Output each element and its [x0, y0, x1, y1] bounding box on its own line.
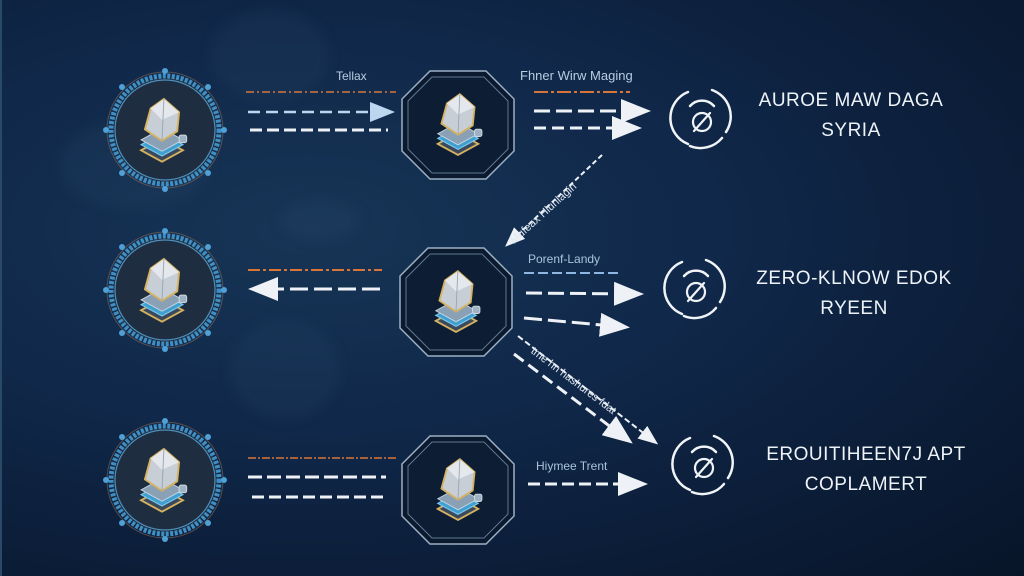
connector-label-1: Tellax: [336, 69, 367, 83]
hub-node-2[interactable]: [398, 246, 514, 358]
ring-ornament: [221, 287, 227, 293]
connector-arrow-white: [525, 281, 644, 306]
arc-right: [690, 434, 734, 496]
ring-ornament: [119, 330, 125, 336]
layered-crystal-icon: [435, 93, 483, 156]
ring-ornament: [221, 127, 227, 133]
background-silhouette: [210, 10, 330, 100]
ring-ornament: [205, 330, 211, 336]
background-silhouette: [280, 200, 360, 240]
output-icon-1[interactable]: [668, 84, 736, 152]
layered-crystal-icon: [433, 270, 481, 333]
output-title-2-line1: ZERO-KLNOW EDOK: [756, 268, 952, 289]
ring-ornament: [162, 418, 168, 424]
output-icon-2[interactable]: [662, 254, 730, 322]
layered-crystal-icon: [139, 447, 188, 513]
layered-crystal-icon: [139, 97, 188, 163]
connector-label-4: Hiymee Trent: [536, 459, 608, 473]
inner-slash: [686, 281, 706, 303]
ring-ornament: [119, 170, 125, 176]
output-title-1: AUROE MAW DAGA SYRIA: [752, 86, 950, 146]
arc-top: [688, 99, 716, 108]
inner-slash: [694, 457, 714, 479]
output-icon-3[interactable]: [670, 430, 738, 498]
ring-ornament: [162, 68, 168, 74]
output-title-3-line1: EROUITIHEEN7J APT: [766, 444, 966, 465]
ring-ornament: [119, 434, 125, 440]
ring-ornament: [205, 170, 211, 176]
diagonal-label-down: tme hn hashures fdat: [528, 345, 619, 417]
output-title-1-line1: AUROE MAW DAGA: [758, 90, 944, 111]
layered-crystal-icon: [139, 257, 188, 323]
ring-ornament: [103, 127, 109, 133]
ring-ornament: [162, 228, 168, 234]
ring-ornament: [162, 346, 168, 352]
ring-inner: [114, 79, 216, 181]
output-title-3-line2: COPLAMERT: [804, 474, 928, 495]
arc-top: [690, 445, 718, 454]
arc-top: [682, 269, 710, 278]
ring-inner: [114, 429, 216, 531]
ring-ornament: [221, 477, 227, 483]
arc-left: [663, 260, 684, 316]
ring-ornament: [119, 244, 125, 250]
arc-right: [682, 258, 726, 320]
ring-inner: [114, 239, 216, 341]
arc-right: [688, 88, 732, 150]
connector-label-3: Porenf-Landy: [528, 252, 601, 266]
output-title-1-line2: SYRIA: [821, 120, 881, 141]
source-node-3[interactable]: [100, 415, 230, 545]
arc-left: [671, 436, 692, 492]
ring-ornament: [205, 434, 211, 440]
connector-label-2: Fhner Wirw Maging: [520, 68, 633, 83]
inner-circle: [693, 457, 715, 479]
hub-node-3[interactable]: [400, 434, 516, 546]
output-title-2: ZERO-KLNOW EDOK RYEEN: [754, 264, 954, 324]
source-node-1[interactable]: [100, 65, 230, 195]
ring-ornament: [103, 287, 109, 293]
inner-slash: [692, 111, 712, 133]
hub-node-1[interactable]: [400, 69, 516, 181]
diagonal-label-up: Mufeax Hlunlagin: [507, 180, 580, 247]
inner-circle: [685, 281, 707, 303]
ring-ornament: [119, 520, 125, 526]
ring-ornament: [119, 84, 125, 90]
output-title-3: EROUITIHEEN7J APT COPLAMERT: [756, 440, 976, 500]
source-node-2[interactable]: [100, 225, 230, 355]
inner-circle: [691, 111, 713, 133]
arc-left: [669, 90, 690, 146]
connector-diagonal-down: [513, 352, 633, 444]
connector-arrow-white: [523, 312, 630, 337]
ring-ornament: [205, 244, 211, 250]
frame-edge: [0, 0, 2, 576]
ring-ornament: [205, 84, 211, 90]
output-title-2-line2: RYEEN: [820, 298, 888, 319]
ring-ornament: [162, 186, 168, 192]
ring-ornament: [162, 536, 168, 542]
ring-ornament: [205, 520, 211, 526]
background-silhouette: [230, 320, 340, 420]
ring-ornament: [103, 477, 109, 483]
layered-crystal-icon: [435, 458, 483, 521]
